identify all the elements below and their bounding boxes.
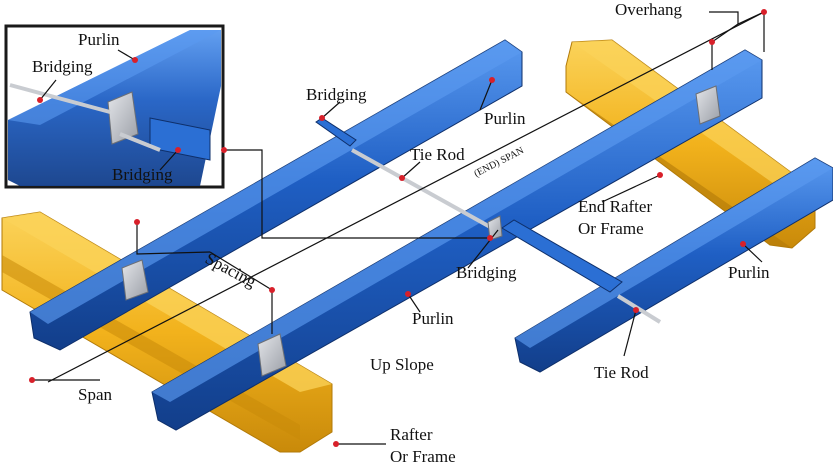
bridging-mid-piece — [501, 219, 623, 293]
leader-lines — [32, 11, 765, 445]
label-span: Span — [78, 385, 113, 404]
label-tie-rod-bottom: Tie Rod — [594, 363, 649, 382]
label-rafter-line1: Rafter — [390, 425, 433, 444]
inset-detail — [4, 24, 225, 189]
label-bridging-top: Bridging — [306, 85, 367, 104]
label-spacing: Spacing — [202, 249, 260, 292]
clip-left — [121, 259, 149, 301]
clip-mid — [487, 215, 503, 241]
label-inset-bridging-top: Bridging — [32, 57, 93, 76]
label-purlin-right: Purlin — [728, 263, 770, 282]
marker-dots — [29, 9, 767, 447]
label-purlin-top: Purlin — [484, 109, 526, 128]
label-span-end: (END) SPAN — [472, 145, 525, 179]
label-inset-bridging-bottom: Bridging — [112, 165, 173, 184]
label-purlin-mid: Purlin — [412, 309, 454, 328]
purlin-middle — [151, 49, 763, 431]
clip-right — [695, 85, 721, 125]
tie-rod-bottom — [616, 294, 662, 324]
label-tie-rod-mid: Tie Rod — [410, 145, 465, 164]
clip-center — [257, 333, 287, 377]
label-end-rafter-line2: Or Frame — [578, 219, 644, 238]
label-up-slope: Up Slope — [370, 355, 434, 374]
purlin-right — [514, 157, 833, 373]
label-rafter-line2: Or Frame — [390, 447, 456, 466]
label-end-rafter-line1: End Rafter — [578, 197, 652, 216]
label-inset-purlin: Purlin — [78, 30, 120, 49]
label-overhang: Overhang — [615, 0, 683, 19]
label-bridging-mid: Bridging — [456, 263, 517, 282]
